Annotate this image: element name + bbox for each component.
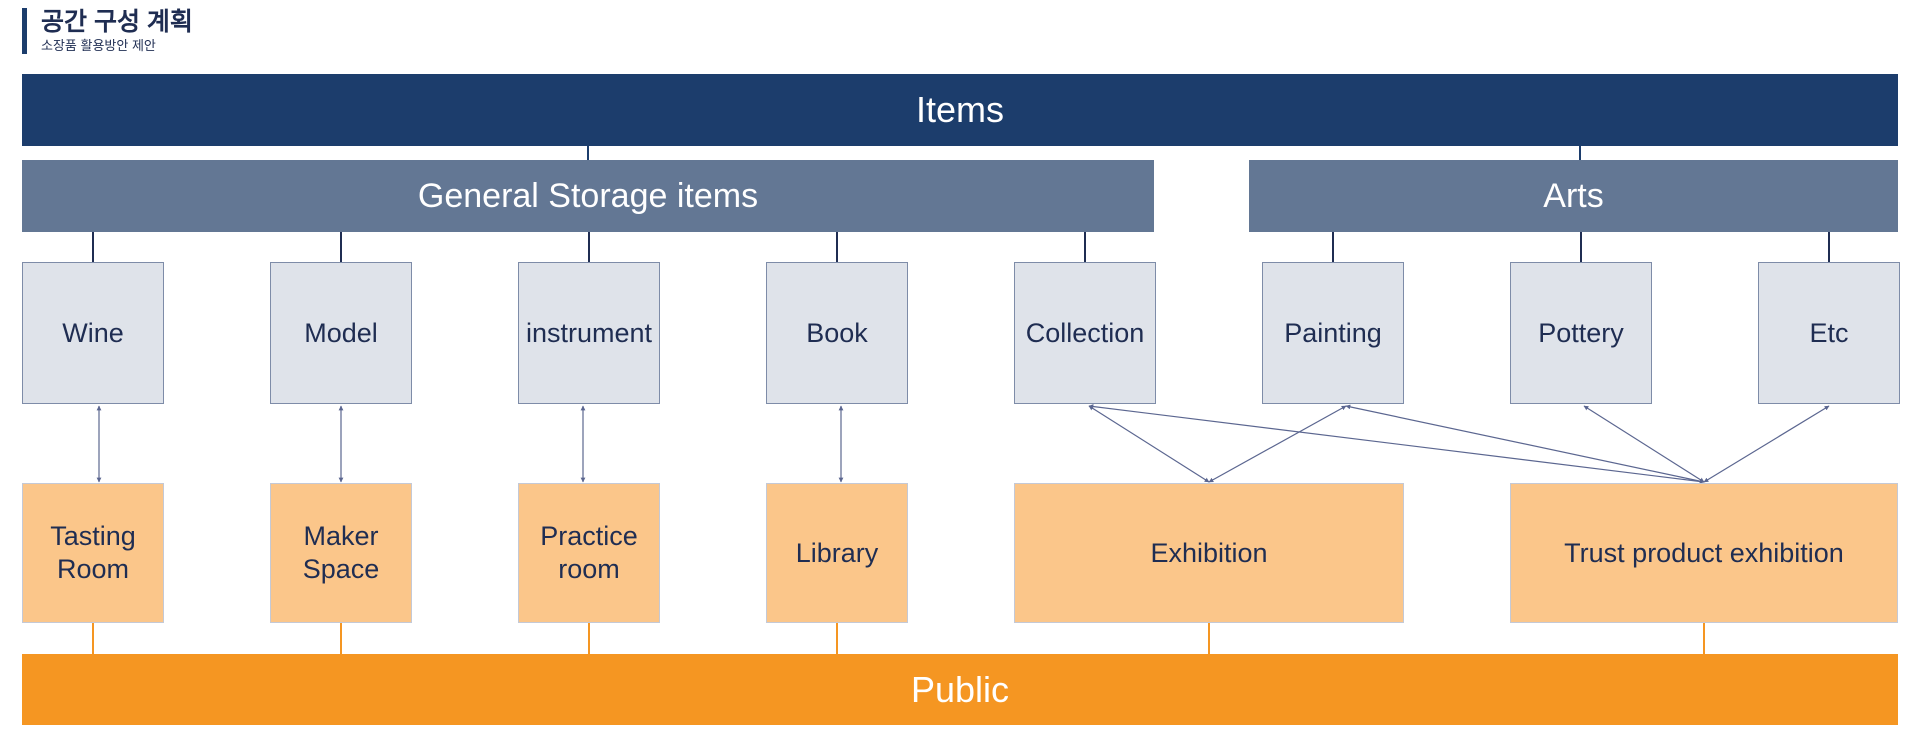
category-painting: Painting [1262, 262, 1404, 404]
space-library: Library [766, 483, 908, 623]
page-title: 공간 구성 계획 [41, 8, 193, 36]
space-practice-room: Practice room [518, 483, 660, 623]
category-collection: Collection [1014, 262, 1156, 404]
page-heading: 공간 구성 계획 소장품 활용방안 제안 [22, 8, 193, 54]
arrow-pottery-trust [1583, 405, 1705, 483]
space-exhibition: Exhibition [1014, 483, 1404, 623]
arts-bar: Arts [1249, 160, 1898, 232]
space-trust-product-exhibition: Trust product exhibition [1510, 483, 1898, 623]
items-bar: Items [22, 74, 1898, 146]
category-wine: Wine [22, 262, 164, 404]
space-maker-space: Maker Space [270, 483, 412, 623]
space-tasting-room: Tasting Room [22, 483, 164, 623]
category-book: Book [766, 262, 908, 404]
category-instrument: instrument [518, 262, 660, 404]
general-storage-bar: General Storage items [22, 160, 1154, 232]
arrow-painting-exhibition [1208, 405, 1347, 483]
category-etc: Etc [1758, 262, 1900, 404]
arrow-etc-trust [1703, 405, 1830, 483]
public-bar: Public [22, 654, 1898, 725]
arrow-collection-exhibition [1088, 405, 1210, 483]
arrow-collection-trust [1088, 404, 1705, 484]
category-pottery: Pottery [1510, 262, 1652, 404]
category-model: Model [270, 262, 412, 404]
page-subtitle: 소장품 활용방안 제안 [41, 38, 156, 53]
